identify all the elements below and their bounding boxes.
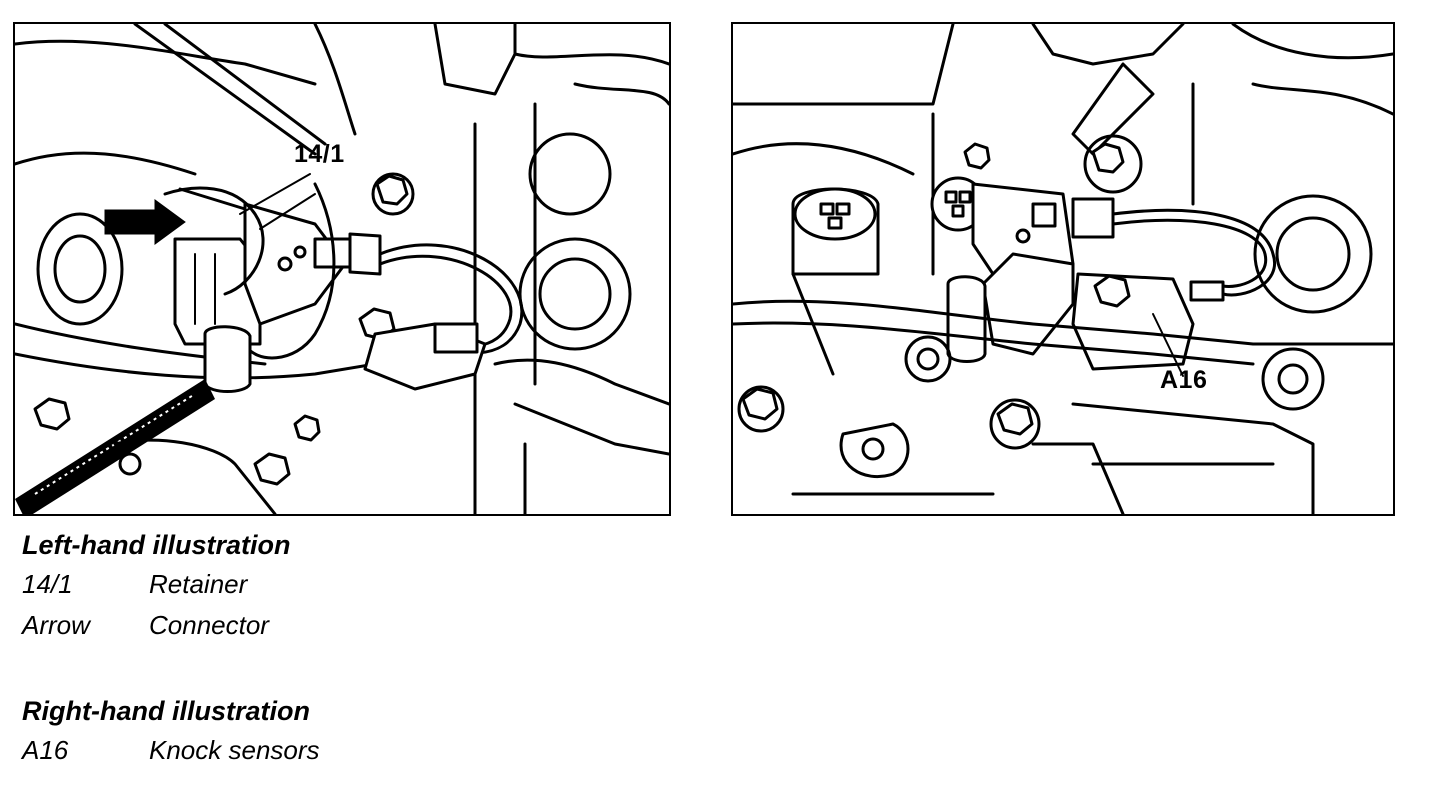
left-engine-drawing: [15, 24, 669, 514]
callout-a16: A16: [1160, 366, 1208, 394]
legend-left: Left-hand illustration 14/1 Retainer Arr…: [22, 530, 290, 651]
legend-code: A16: [22, 735, 69, 765]
legend-row: A16 Knock sensors: [22, 735, 320, 766]
legend-description: Retainer: [149, 569, 248, 599]
legend-code: Arrow: [22, 610, 90, 640]
legend-left-heading: Left-hand illustration: [22, 530, 291, 560]
legend-row: Arrow Connector: [22, 610, 290, 641]
legend-description: Knock sensors: [149, 735, 320, 765]
callout-14-1: 14/1: [294, 140, 345, 168]
right-illustration: [731, 22, 1395, 516]
left-illustration: [13, 22, 671, 516]
legend-row: 14/1 Retainer: [22, 569, 290, 600]
legend-right-heading: Right-hand illustration: [22, 696, 310, 726]
legend-right: Right-hand illustration A16 Knock sensor…: [22, 696, 320, 766]
legend-code: 14/1: [22, 569, 73, 599]
legend-description: Connector: [149, 610, 269, 640]
right-engine-drawing: [733, 24, 1393, 514]
